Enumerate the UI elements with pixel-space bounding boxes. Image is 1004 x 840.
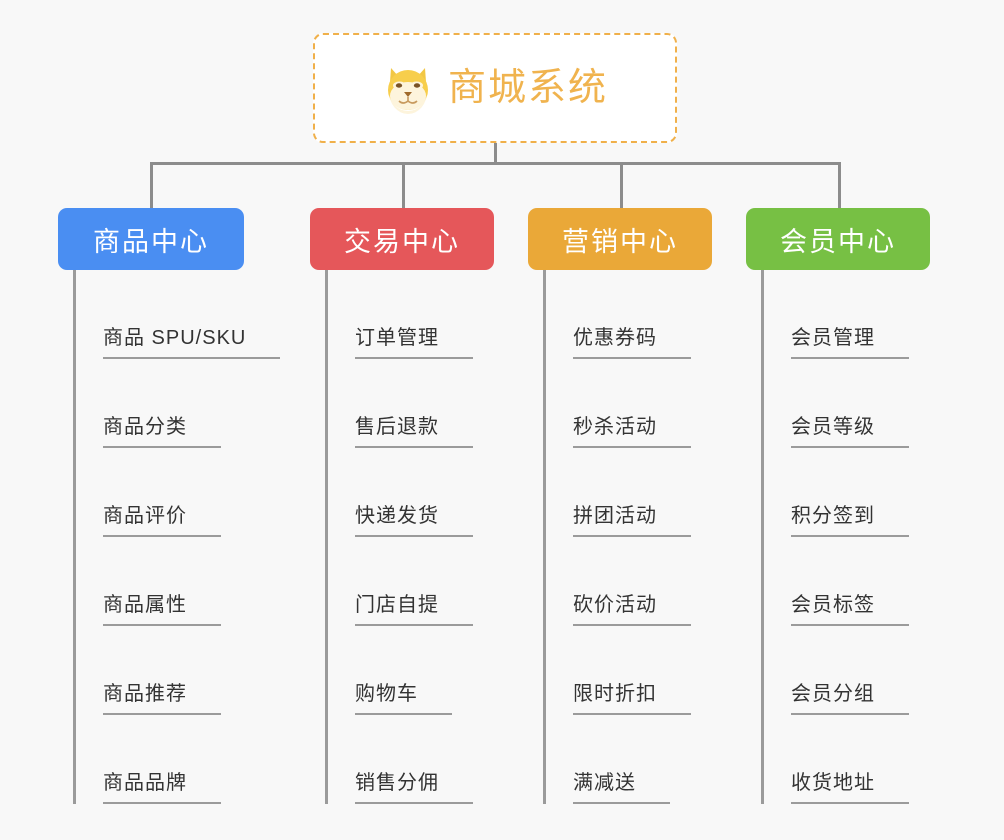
list-item-label: 售后退款: [355, 417, 473, 448]
branch-header-交易中心[interactable]: 交易中心: [310, 208, 494, 270]
connector-horizontal-bar: [150, 162, 841, 165]
branch-column-3: 营销中心 优惠券码 秒杀活动 拼团活动 砍价活动 限时折扣 满减送: [528, 208, 712, 804]
list-item[interactable]: 商品 SPU/SKU: [73, 270, 281, 359]
root-node-content: 商城系统: [382, 62, 608, 114]
list-item-label: 限时折扣: [573, 684, 691, 715]
branch-header-会员中心[interactable]: 会员中心: [746, 208, 930, 270]
list-item-label: 购物车: [355, 684, 452, 715]
list-item-label: 会员标签: [791, 595, 909, 626]
list-item-label: 砍价活动: [573, 595, 691, 626]
branch-header-label: 交易中心: [344, 226, 460, 257]
branch-items-1: 商品 SPU/SKU 商品分类 商品评价 商品属性 商品推荐 商品品牌: [73, 270, 281, 804]
branch-spine-2: [325, 270, 328, 804]
list-item[interactable]: 会员分组: [761, 626, 930, 715]
list-item-label: 会员管理: [791, 328, 909, 359]
list-item[interactable]: 商品属性: [73, 537, 244, 626]
list-item[interactable]: 积分签到: [761, 448, 930, 537]
branch-header-营销中心[interactable]: 营销中心: [528, 208, 712, 270]
list-item[interactable]: 秒杀活动: [543, 359, 712, 448]
root-node-title: 商城系统: [447, 67, 608, 109]
list-item-label: 商品属性: [103, 595, 221, 626]
list-item[interactable]: 优惠券码: [543, 270, 712, 359]
branch-header-label: 营销中心: [562, 226, 678, 257]
list-item-label: 商品推荐: [103, 684, 221, 715]
root-node-商城系统[interactable]: 商城系统: [313, 33, 677, 143]
list-item[interactable]: 商品分类: [73, 359, 244, 448]
list-item-label: 门店自提: [355, 595, 473, 626]
branch-column-1: 商品中心 商品 SPU/SKU 商品分类 商品评价 商品属性 商品推荐 商品品牌: [58, 208, 281, 804]
list-item-label: 销售分佣: [355, 773, 473, 804]
connector-drop-2: [402, 162, 405, 210]
list-item[interactable]: 限时折扣: [543, 626, 712, 715]
list-item-label: 优惠券码: [573, 328, 691, 359]
branch-items-4: 会员管理 会员等级 积分签到 会员标签 会员分组 收货地址: [761, 270, 930, 804]
list-item[interactable]: 门店自提: [325, 537, 494, 626]
list-item[interactable]: 售后退款: [325, 359, 494, 448]
list-item[interactable]: 会员等级: [761, 359, 930, 448]
list-item-label: 快递发货: [355, 506, 473, 537]
list-item[interactable]: 拼团活动: [543, 448, 712, 537]
list-item-label: 拼团活动: [573, 506, 691, 537]
list-item-label: 商品评价: [103, 506, 221, 537]
list-item[interactable]: 商品评价: [73, 448, 244, 537]
connector-drop-4: [838, 162, 841, 210]
list-item-label: 满减送: [573, 773, 670, 804]
list-item-label: 商品品牌: [103, 773, 221, 804]
branch-items-2: 订单管理 售后退款 快递发货 门店自提 购物车 销售分佣: [325, 270, 494, 804]
branch-items-3: 优惠券码 秒杀活动 拼团活动 砍价活动 限时折扣 满减送: [543, 270, 712, 804]
list-item[interactable]: 快递发货: [325, 448, 494, 537]
list-item-label: 商品分类: [103, 417, 221, 448]
branch-spine-4: [761, 270, 764, 804]
list-item-label: 会员等级: [791, 417, 909, 448]
branch-column-4: 会员中心 会员管理 会员等级 积分签到 会员标签 会员分组 收货地址: [746, 208, 930, 804]
list-item-label: 商品 SPU/SKU: [103, 328, 281, 359]
list-item-label: 收货地址: [791, 773, 909, 804]
list-item[interactable]: 销售分佣: [325, 715, 494, 804]
list-item[interactable]: 收货地址: [761, 715, 930, 804]
list-item[interactable]: 砍价活动: [543, 537, 712, 626]
branch-header-商品中心[interactable]: 商品中心: [58, 208, 244, 270]
list-item[interactable]: 商品品牌: [73, 715, 244, 804]
shiba-inu-icon: [382, 62, 434, 114]
list-item-label: 积分签到: [791, 506, 909, 537]
list-item-label: 秒杀活动: [573, 417, 691, 448]
branch-spine-3: [543, 270, 546, 804]
list-item[interactable]: 购物车: [325, 626, 494, 715]
list-item[interactable]: 会员管理: [761, 270, 930, 359]
list-item[interactable]: 商品推荐: [73, 626, 244, 715]
list-item-label: 会员分组: [791, 684, 909, 715]
connector-drop-3: [620, 162, 623, 210]
branch-spine-1: [73, 270, 76, 804]
list-item[interactable]: 满减送: [543, 715, 712, 804]
connector-trunk: [494, 143, 497, 164]
list-item-label: 订单管理: [355, 328, 473, 359]
branch-header-label: 会员中心: [780, 226, 896, 257]
list-item[interactable]: 订单管理: [325, 270, 494, 359]
connector-drop-1: [150, 162, 153, 210]
branch-column-2: 交易中心 订单管理 售后退款 快递发货 门店自提 购物车 销售分佣: [310, 208, 494, 804]
branch-header-label: 商品中心: [93, 226, 209, 257]
list-item[interactable]: 会员标签: [761, 537, 930, 626]
